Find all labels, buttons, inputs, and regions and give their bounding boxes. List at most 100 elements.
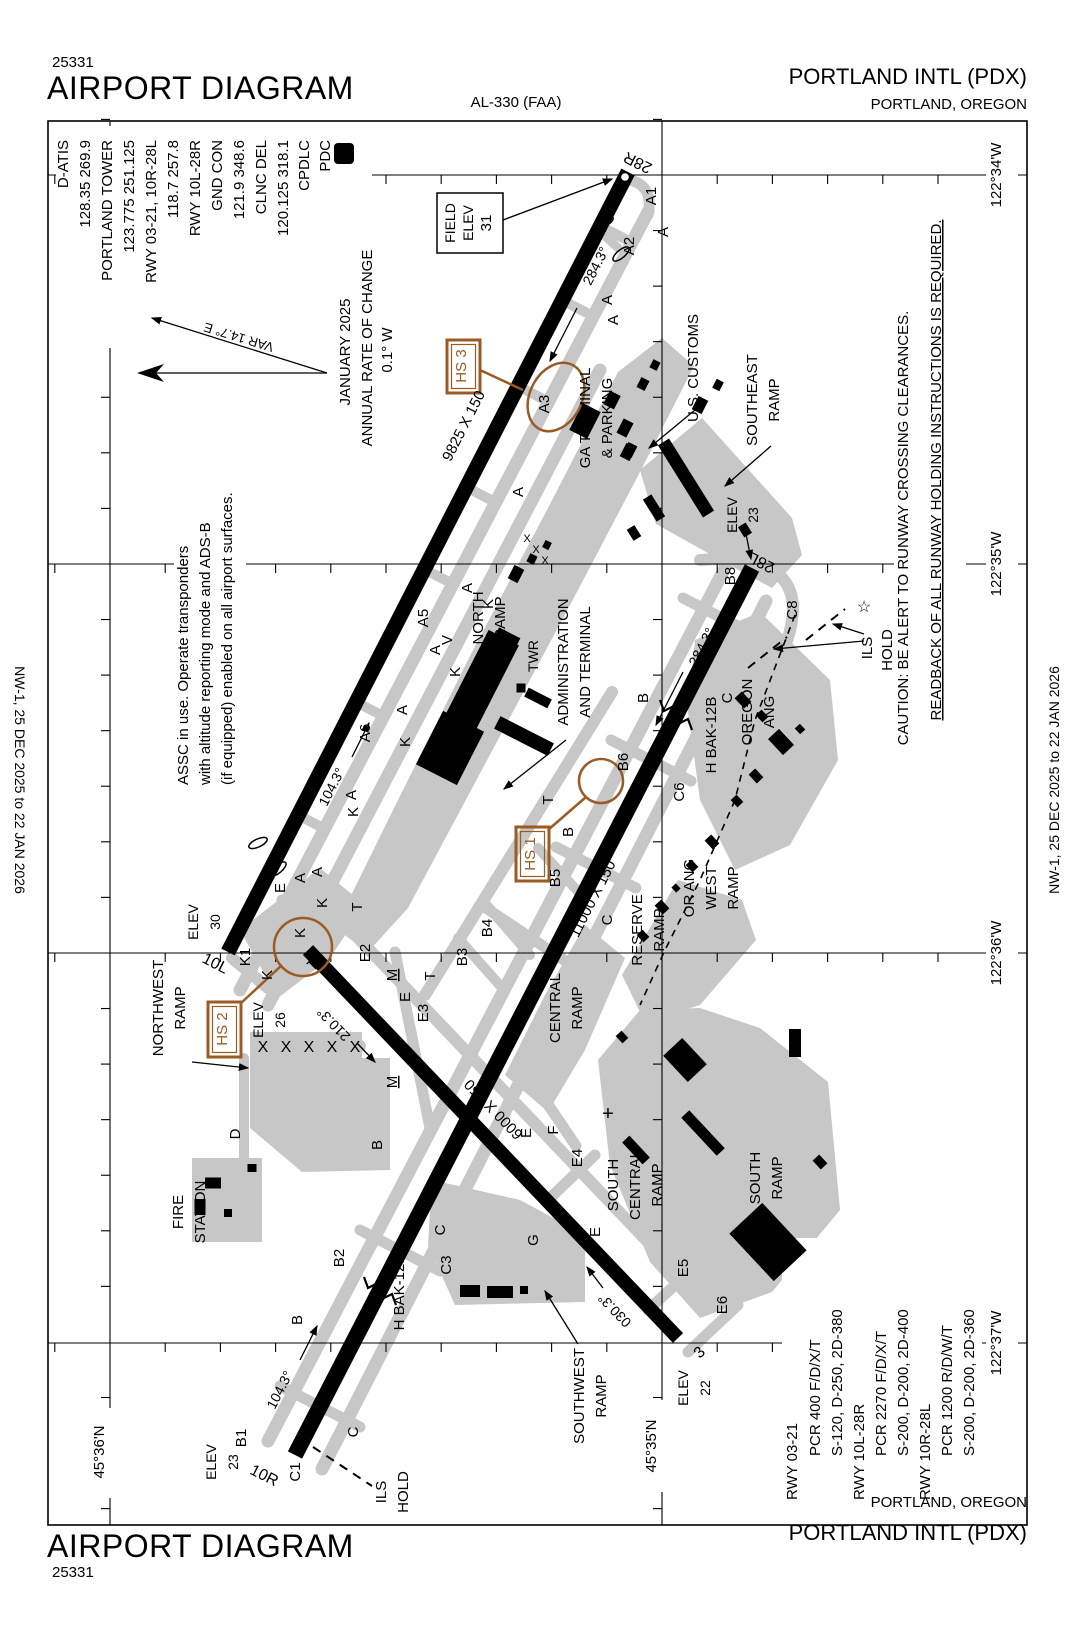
map-text-txy: E5 (675, 1259, 692, 1277)
map-text-txy: K (292, 928, 309, 938)
ils-critical-line (805, 608, 846, 641)
map-text-txy: T (422, 971, 439, 980)
map-text-txy: E (397, 992, 414, 1002)
map-text-ramp: CENTRAL (627, 1150, 644, 1220)
map-text-txy: G (525, 1234, 542, 1246)
map-text-txy: C (432, 1224, 449, 1235)
arresting-gear-symbols (362, 699, 694, 1306)
hotspot-hs3: HS 3 (445, 338, 586, 433)
map-text-txy: E (272, 883, 289, 893)
map-text-ramp: CENTRAL (547, 973, 564, 1043)
runways (221, 168, 760, 1459)
runway-10l-28r (221, 168, 635, 956)
map-text-closed: X (532, 544, 540, 556)
map-text-ramp: HOLD (395, 1471, 412, 1513)
map-text-rwydata: PCR 2270 F/D/X/T (873, 1331, 890, 1456)
airport-name-bottom: PORTLAND INTL (PDX) (788, 1520, 1027, 1545)
map-text-ramp: RAMP (172, 986, 189, 1029)
map-text-comm: CPDLC (296, 140, 313, 191)
map-text-ramp: RAMP (769, 1156, 786, 1199)
map-text-txy: B5 (547, 869, 564, 887)
map-text-txy: A (292, 873, 309, 883)
northwest-ramp-apron (250, 1032, 390, 1172)
map-text-comm: 123.775 251.125 (121, 140, 138, 253)
map-text-elev: ELEV (250, 1001, 266, 1037)
map-text-comm: CLNC DEL (253, 140, 270, 214)
map-text-ramp: TWR (525, 640, 541, 672)
map-text-elev: 30 (207, 914, 223, 930)
field-elev-value: 31 (478, 215, 495, 232)
map-text-ramp: & PARKING (599, 378, 616, 459)
map-text-rwydata: RWY 10R-28L (917, 1404, 934, 1500)
map-text-ramp: ADMINISTRATION (555, 598, 572, 725)
map-text-txy: K (447, 667, 464, 677)
map-text-grat: 122°37'W (988, 1310, 1005, 1376)
map-text-elev: ELEV (185, 903, 201, 939)
map-text-note: with altitude reporting mode and ADS-B (197, 522, 214, 786)
southeast-ramp-arrow (724, 445, 772, 487)
map-text-txy: C (599, 914, 616, 925)
map-text-ramp: HOLD (879, 629, 896, 671)
map-text-txy: B1 (233, 1429, 250, 1447)
map-text-txy: B6 (615, 753, 632, 771)
field-elev-line2: ELEV (460, 204, 476, 240)
dashed-lines (312, 608, 846, 1487)
map-text-closed: X (281, 1039, 292, 1056)
map-text-txy: K (259, 970, 276, 980)
map-text-ramp: RAMP (649, 1163, 666, 1206)
map-text-txy: B4 (479, 919, 496, 937)
map-text-txy: C (719, 692, 736, 703)
heading-arrow-104s (299, 1324, 318, 1361)
map-text-elev: ELEV (203, 1443, 219, 1479)
map-text-txy: K (480, 599, 497, 609)
map-text-elev: 26 (272, 1012, 288, 1028)
map-text-rwydata: S-200, D-200, 2D-360 (961, 1309, 978, 1456)
ils-hold-arrow (831, 623, 865, 635)
true-north-arrow (150, 317, 328, 374)
map-text-txy: C8 (784, 600, 801, 619)
map-text-txy: E (587, 1227, 604, 1237)
map-text-closed: X (304, 1039, 315, 1056)
map-text-comm: GND CON (209, 140, 226, 211)
southwest-ramp-apron (428, 1180, 585, 1305)
terminal-arrow (502, 739, 567, 790)
taxiway-c (315, 594, 773, 1476)
taxiway-t (419, 686, 618, 1001)
data-link-badge: D (331, 143, 354, 164)
map-text-rwydata: S-200, D-200, 2D-400 (895, 1309, 912, 1456)
map-text-elev: 22 (697, 1380, 713, 1396)
runway-10r-28l (287, 564, 760, 1459)
map-text-note: ASSC in use. Operate transponders (175, 546, 192, 785)
map-text-sym: ☆ (857, 599, 871, 616)
taxiway-a1-curve (624, 174, 655, 221)
map-text-ramp: U.S. CUSTOMS (685, 314, 702, 422)
map-text-comm: 118.7 257.8 (165, 140, 182, 218)
map-text-ramp: H BAK-12B (391, 1254, 408, 1331)
heading-arrow-284s (655, 671, 684, 727)
map-text-grat: 122°34'W (988, 142, 1005, 208)
map-text-ramp: ILS (859, 637, 876, 660)
data-link-glyph: D (331, 148, 348, 159)
map-text-grat: 45°35'N (643, 1419, 660, 1472)
map-text-txy: B (635, 693, 652, 703)
map-text-txy: T (349, 902, 366, 911)
tower-building (516, 683, 526, 693)
map-text-txy: B (369, 1140, 386, 1150)
map-text-closed: X (350, 1039, 361, 1056)
customs-building (619, 442, 637, 462)
map-text-txy: B8 (722, 567, 739, 585)
map-text-rwydata: RWY 10L-28R (851, 1404, 868, 1500)
map-text-ramp: SOUTHWEST (571, 1348, 588, 1444)
map-text-var: JANUARY 2025 (337, 298, 354, 405)
heading-arrow-104n (351, 721, 370, 758)
text-masks (56, 126, 1018, 1498)
page-title-bottom: AIRPORT DIAGRAM (47, 1528, 354, 1564)
map-text-rwyid: 10R (247, 1462, 281, 1490)
map-text-ramp: OR ANG (681, 859, 698, 917)
map-text-rwydata: PCR 400 F/D/X/T (807, 1339, 824, 1456)
map-text-txy: E6 (714, 1296, 731, 1314)
map-text-closed: X (258, 1039, 269, 1056)
map-text-ramp: WEST (703, 866, 720, 909)
